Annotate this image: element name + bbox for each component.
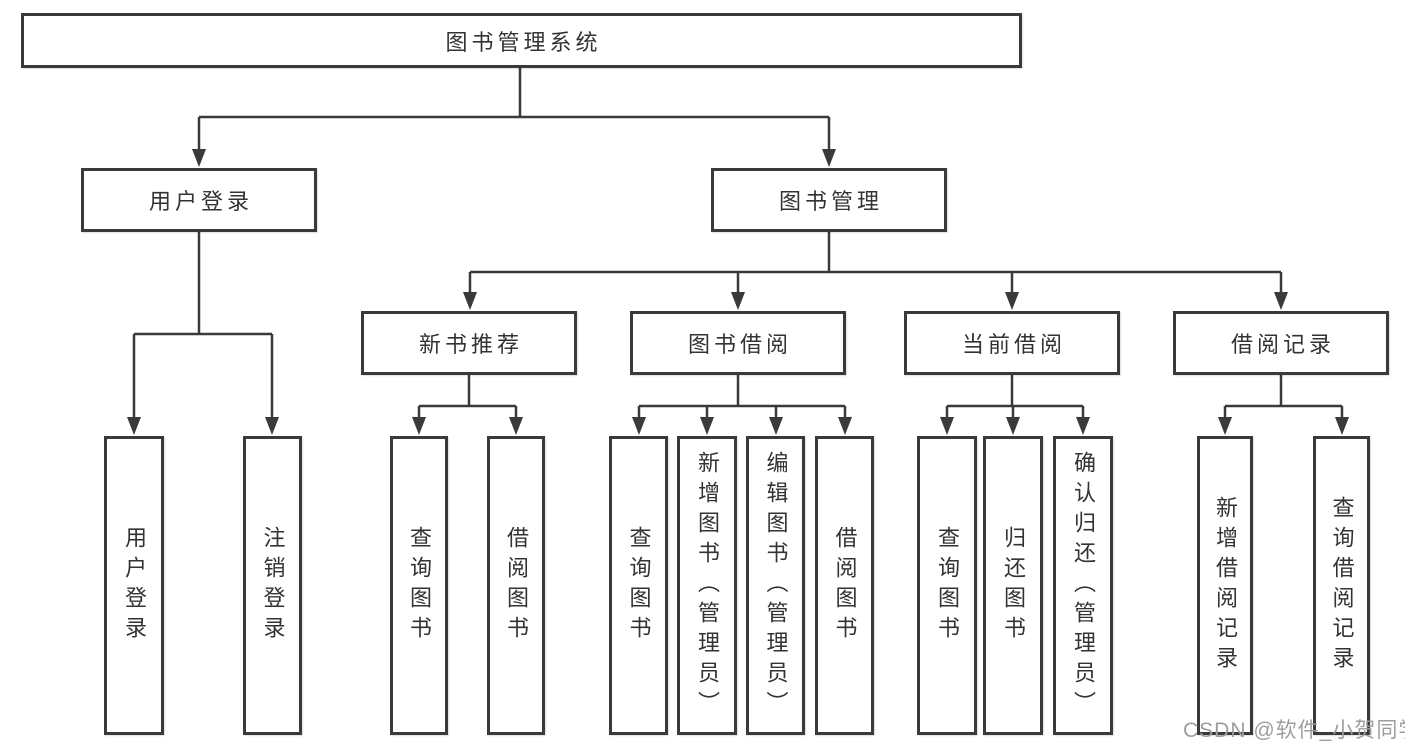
arrow-down-icon <box>127 417 141 435</box>
leaf-query-borrow-record: 查询借阅记录 <box>1313 436 1370 735</box>
leaf-add-books-admin: 新增图书（管理员） <box>677 436 737 735</box>
leaf-borrow-books: 借阅图书 <box>815 436 874 735</box>
node-new-book-recommendation: 新书推荐 <box>361 311 577 375</box>
node-label: 图书管理系统 <box>445 29 602 55</box>
node-label: 新增借阅记录 <box>1213 495 1238 676</box>
arrow-down-icon <box>632 417 646 435</box>
leaf-logout: 注销登录 <box>243 436 302 735</box>
leaf-user-login: 用户登录 <box>104 436 164 735</box>
node-label: 当前借阅 <box>961 332 1066 357</box>
node-label: 用户登录 <box>148 189 253 214</box>
arrow-down-icon <box>838 417 852 435</box>
arrow-down-icon <box>1076 417 1090 435</box>
arrow-down-icon <box>1005 292 1019 310</box>
leaf-return-books: 归还图书 <box>983 436 1043 735</box>
node-label: 图书管理 <box>778 189 883 214</box>
arrow-down-icon <box>1006 417 1020 435</box>
arrow-down-icon <box>1335 417 1349 435</box>
arrow-down-icon <box>1218 417 1232 435</box>
arrow-down-icon <box>509 417 523 435</box>
node-label: 编辑图书（管理员） <box>763 450 789 721</box>
csdn-watermark: CSDN @软件_小贺同学 <box>1183 719 1405 742</box>
arrow-down-icon <box>940 417 954 435</box>
node-label: 确认归还（管理员） <box>1071 450 1096 721</box>
arrow-down-icon <box>731 292 745 310</box>
arrow-down-icon <box>192 149 206 167</box>
node-library-management-system: 图书管理系统 <box>21 13 1022 68</box>
leaf-query-books: 查询图书 <box>609 436 668 735</box>
arrow-down-icon <box>265 417 279 435</box>
node-label: 新增图书（管理员） <box>695 450 720 721</box>
node-label: 注销登录 <box>260 525 286 646</box>
node-label: 查询图书 <box>407 525 432 646</box>
arrow-down-icon <box>769 417 783 435</box>
node-user-login: 用户登录 <box>81 168 317 232</box>
node-label: 借阅图书 <box>504 525 529 646</box>
node-label: 查询图书 <box>626 525 652 646</box>
node-book-management: 图书管理 <box>711 168 947 232</box>
leaf-edit-books-admin: 编辑图书（管理员） <box>746 436 805 735</box>
node-borrowing-records: 借阅记录 <box>1173 311 1389 375</box>
arrow-down-icon <box>463 292 477 310</box>
arrow-down-icon <box>822 149 836 167</box>
leaf-add-borrow-record: 新增借阅记录 <box>1197 436 1253 735</box>
node-label: 借阅记录 <box>1230 332 1335 357</box>
node-label: 图书借阅 <box>687 332 792 357</box>
node-label: 用户登录 <box>122 525 147 646</box>
node-label: 新书推荐 <box>418 332 523 357</box>
arrow-down-icon <box>412 417 426 435</box>
node-label: 借阅图书 <box>832 525 858 646</box>
arrowheads <box>127 149 1349 435</box>
node-book-borrowing: 图书借阅 <box>630 311 846 375</box>
node-label: 查询借阅记录 <box>1329 495 1355 676</box>
arrow-down-icon <box>700 417 714 435</box>
leaf-query-books: 查询图书 <box>917 436 977 735</box>
leaf-borrow-books: 借阅图书 <box>487 436 545 735</box>
arrow-down-icon <box>1274 292 1288 310</box>
leaf-confirm-return-admin: 确认归还（管理员） <box>1053 436 1113 735</box>
node-label: 查询图书 <box>935 525 960 646</box>
leaf-query-books: 查询图书 <box>390 436 448 735</box>
node-current-borrowing: 当前借阅 <box>904 311 1120 375</box>
node-label: 归还图书 <box>1001 525 1026 646</box>
